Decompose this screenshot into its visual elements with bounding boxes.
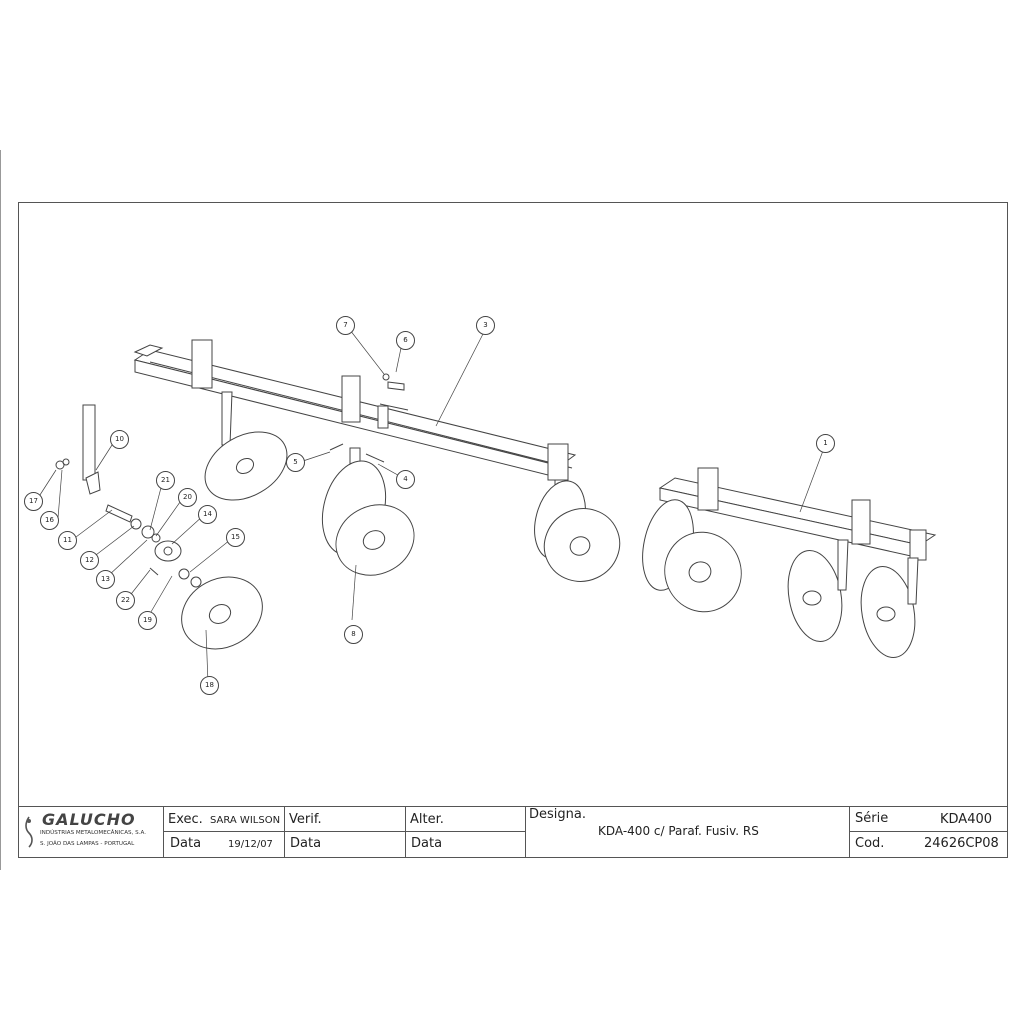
drawing-frame xyxy=(18,202,1008,858)
serie-label: Série xyxy=(855,811,889,826)
alter-data-label: Data xyxy=(411,836,443,851)
title-col-alter xyxy=(405,806,406,858)
exec-value: SARA WILSON xyxy=(210,815,281,826)
callout-5: 5 xyxy=(286,453,305,472)
title-col-verif xyxy=(284,806,285,858)
serie-value: KDA400 xyxy=(940,812,993,827)
callout-12: 12 xyxy=(80,551,99,570)
callout-18: 18 xyxy=(200,676,219,695)
disc-group-left xyxy=(204,431,621,582)
title-col-exec xyxy=(163,806,164,858)
cod-value: 24626CP08 xyxy=(924,836,999,851)
verif-data-label: Data xyxy=(290,836,322,851)
designa-label: Designa. xyxy=(529,807,586,822)
callout-4: 4 xyxy=(396,470,415,489)
sheet-edge xyxy=(0,150,1,870)
callout-13: 13 xyxy=(96,570,115,589)
callout-7: 7 xyxy=(336,316,355,335)
main-beam xyxy=(133,339,577,481)
verif-label: Verif. xyxy=(289,812,322,827)
company-line-1: INDÚSTRIAS METALOMECÂNICAS, S.A. xyxy=(40,830,146,836)
exec-data-value: 19/12/07 xyxy=(228,839,273,850)
exec-label: Exec. xyxy=(168,812,203,827)
callout-22: 22 xyxy=(116,591,135,610)
callout-20: 20 xyxy=(178,488,197,507)
callout-3: 3 xyxy=(476,316,495,335)
company-name: GALUCHO xyxy=(42,810,136,829)
exec-data-label: Data xyxy=(170,836,202,851)
callout-8: 8 xyxy=(344,625,363,644)
callout-21: 21 xyxy=(156,471,175,490)
title-row-divider xyxy=(163,831,525,832)
callout-10: 10 xyxy=(110,430,129,449)
callout-11: 11 xyxy=(58,531,77,550)
callout-14: 14 xyxy=(198,505,217,524)
title-block xyxy=(18,806,1008,858)
company-line-2: S. JOÃO DAS LAMPAS - PORTUGAL xyxy=(40,841,135,847)
title-col-designa xyxy=(525,806,526,858)
callout-19: 19 xyxy=(138,611,157,630)
callout-17: 17 xyxy=(24,492,43,511)
disc-group-right xyxy=(642,499,919,659)
company-logo-icon xyxy=(25,816,33,848)
title-col-serie xyxy=(849,806,850,858)
callout-1: 1 xyxy=(816,434,835,453)
designa-value: KDA-400 c/ Paraf. Fusiv. RS xyxy=(598,824,759,838)
title-row-divider-right xyxy=(849,831,1008,832)
alter-label: Alter. xyxy=(410,812,444,827)
cod-label: Cod. xyxy=(855,836,885,851)
callout-6: 6 xyxy=(396,331,415,350)
callout-16: 16 xyxy=(40,511,59,530)
callout-15: 15 xyxy=(226,528,245,547)
